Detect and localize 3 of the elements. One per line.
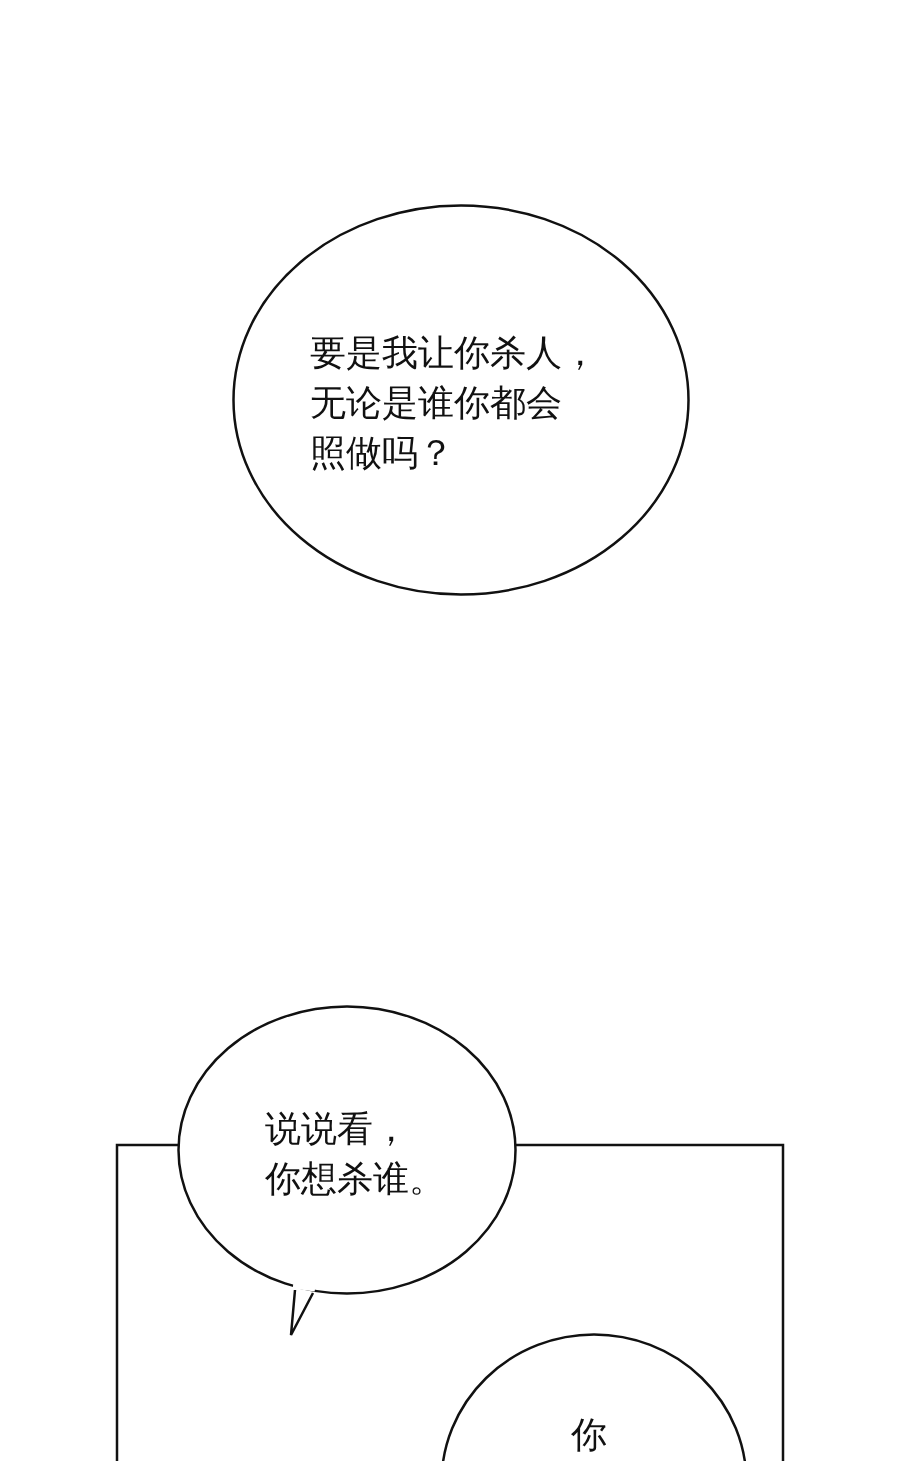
speech-text: 你 (571, 1413, 607, 1457)
speech-text: 说说看，你想杀谁。 (265, 1107, 445, 1201)
speech-text: 要是我让你杀人，无论是谁你都会照做吗？ (310, 331, 598, 475)
